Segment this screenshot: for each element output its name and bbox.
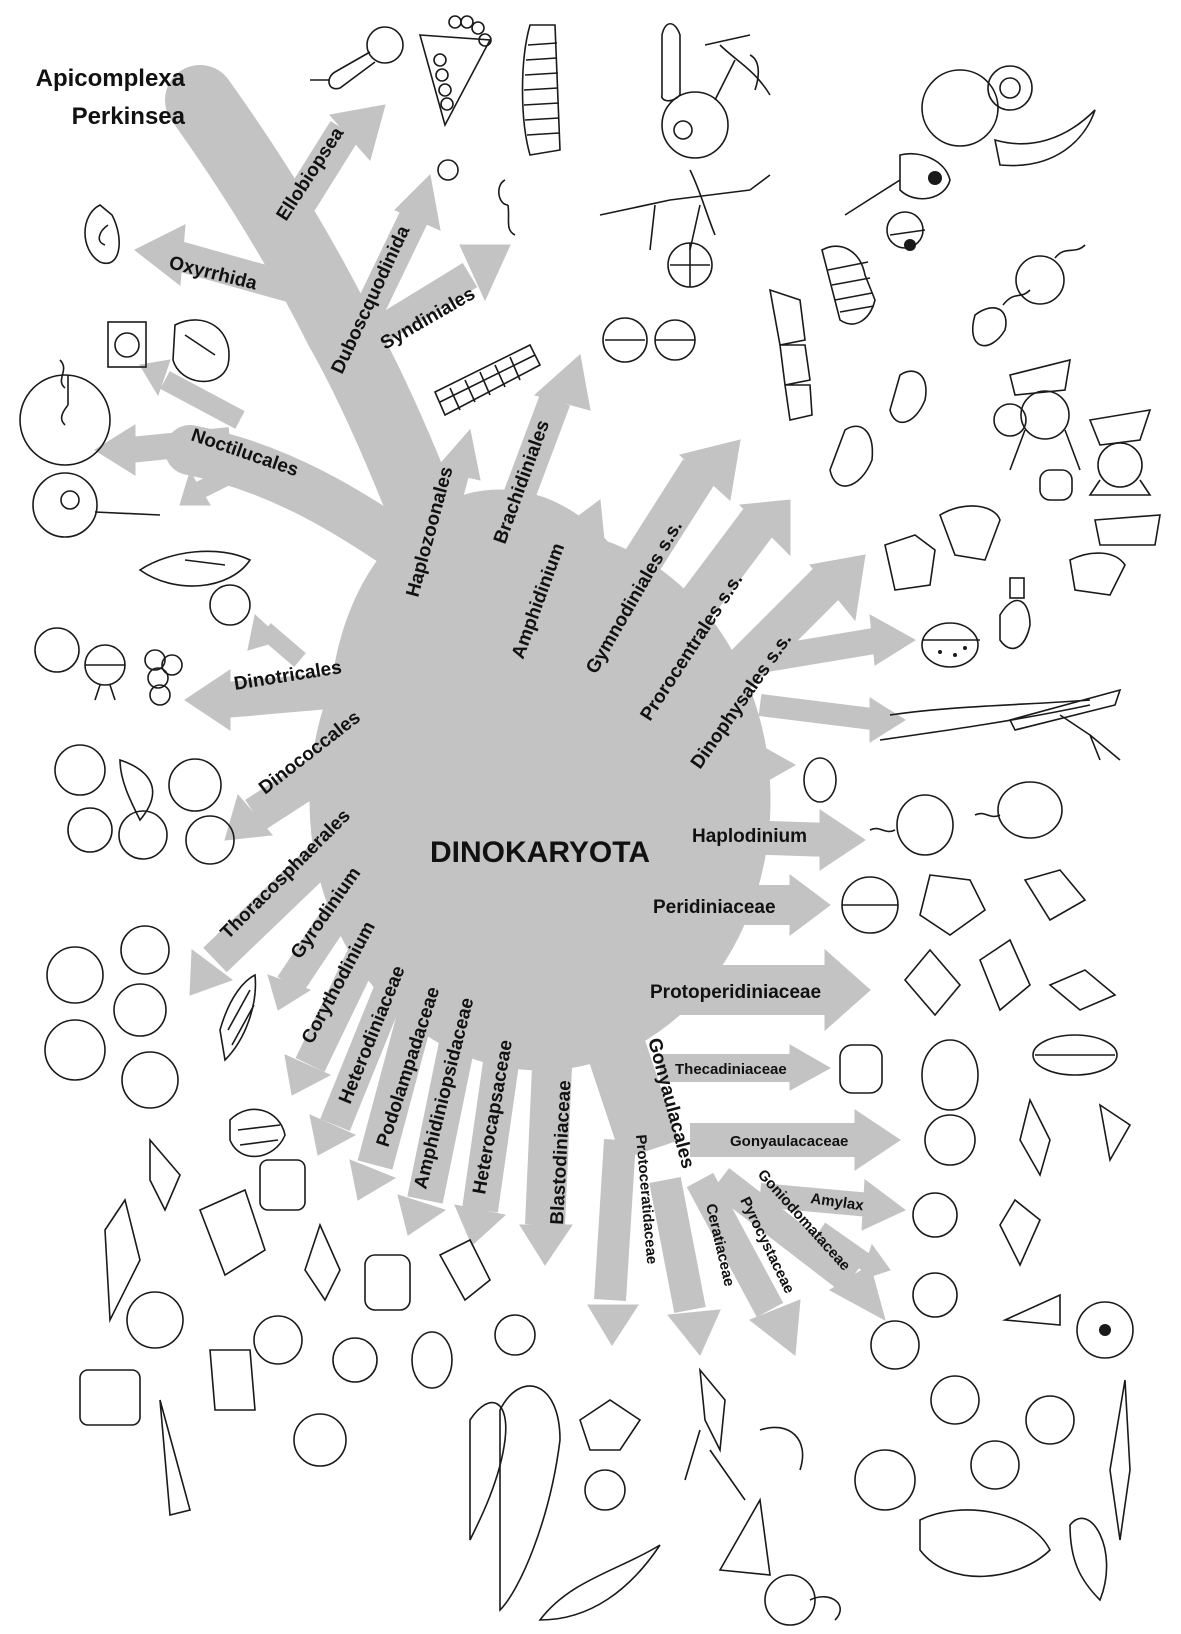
amylax-cells-drawing-icon xyxy=(913,1193,1040,1265)
checker-tube-drawing-icon xyxy=(435,345,540,415)
spinulose-cell-drawing-icon xyxy=(1000,578,1030,648)
spindle-cell-drawing-icon xyxy=(140,551,250,586)
syndinium-drawing-icon xyxy=(499,180,515,235)
amphisolenia-drawing-icon xyxy=(880,690,1120,760)
thoracosphaerales-cells-drawing-icon xyxy=(45,926,178,1108)
prorocentrum-dotted-drawing-icon xyxy=(922,623,980,667)
gonyaulacaceae-cells-drawing-icon xyxy=(925,1100,1130,1175)
histioneis-drawing-icon xyxy=(1090,410,1150,495)
thecadiniaceae-cells-drawing-icon xyxy=(840,1040,978,1110)
branched-cell-drawing-icon xyxy=(705,35,770,100)
crescent-cell-drawing-icon xyxy=(995,110,1095,166)
dinophysis-cells-drawing-icon xyxy=(603,318,695,362)
prorocentrum-cell-drawing-icon xyxy=(830,371,926,486)
beaded-chain-drawing-icon xyxy=(420,16,491,180)
label-haplodinium: Haplodinium xyxy=(692,826,807,847)
stellate-cell-drawing-icon xyxy=(600,170,770,250)
dinophysis-small-drawing-icon xyxy=(994,404,1072,500)
blastodinium-cells-drawing-icon xyxy=(470,1386,560,1610)
lantern-cell-drawing-icon xyxy=(662,24,680,101)
outgroup-apicomplexa: Apicomplexa xyxy=(36,65,186,92)
heterodinium-cells-drawing-icon xyxy=(200,1160,340,1300)
ornithocercus-drawing-icon xyxy=(1010,360,1080,470)
chained-cells-drawing-icon xyxy=(822,246,875,324)
oxyrrhis-drawing-icon xyxy=(85,205,119,263)
label-protoperidiniaceae: Protoperidiniaceae xyxy=(650,982,821,1003)
label-gonyaulacaceae: Gonyaulacaceae xyxy=(730,1133,848,1150)
goniodomataceae-cells-drawing-icon xyxy=(913,1273,1133,1358)
peridiniaceae-cells-drawing-icon xyxy=(842,870,1085,935)
tower-chain-drawing-icon xyxy=(770,290,812,420)
erythropsidinium-drawing-icon xyxy=(922,66,1032,146)
protoceratium-cells-drawing-icon xyxy=(540,1400,660,1620)
ellobiopsis-drawing-icon xyxy=(310,27,403,89)
spined-oval-drawing-icon xyxy=(973,290,1030,346)
phalacroma-cells-drawing-icon xyxy=(885,506,1160,595)
bottom-right-cells-drawing-icon xyxy=(855,1321,1130,1540)
pyrocystis-cells-drawing-icon xyxy=(920,1510,1107,1600)
ciliated-circle-drawing-icon xyxy=(1016,245,1085,304)
pronoctiluca-drawing-icon xyxy=(33,473,160,537)
gymnodinium-cells-drawing-icon xyxy=(887,212,925,251)
haplozoon-column-drawing-icon xyxy=(523,25,561,155)
corythodinium-drawing-icon xyxy=(230,1109,285,1156)
warnowia-drawing-icon xyxy=(845,154,950,215)
brachidinium-small-icon xyxy=(668,243,712,287)
gyrodinium-spindle-drawing-icon xyxy=(220,975,255,1060)
podolampas-spiked-drawing-icon xyxy=(105,1140,190,1515)
kofoidinium-drawing-icon xyxy=(108,320,229,381)
lower-left-cells-drawing-icon xyxy=(80,1292,452,1466)
outgroup-perkinsea: Perkinsea xyxy=(72,103,186,130)
amphidiniopsis-cells-drawing-icon xyxy=(365,1240,535,1355)
label-thecadiniaceae: Thecadiniaceae xyxy=(675,1061,787,1078)
blue-bird-cell-drawing-icon xyxy=(765,1575,840,1625)
root-label: DINOKARYOTA xyxy=(430,836,650,869)
protoperidiniaceae-cells-drawing-icon xyxy=(905,940,1117,1075)
label-peridiniaceae: Peridiniaceae xyxy=(653,897,776,918)
round-cell-drawing-icon xyxy=(662,92,728,158)
ceratium-cells-drawing-icon xyxy=(685,1370,803,1575)
dinococcales-cells-drawing-icon xyxy=(55,745,234,864)
